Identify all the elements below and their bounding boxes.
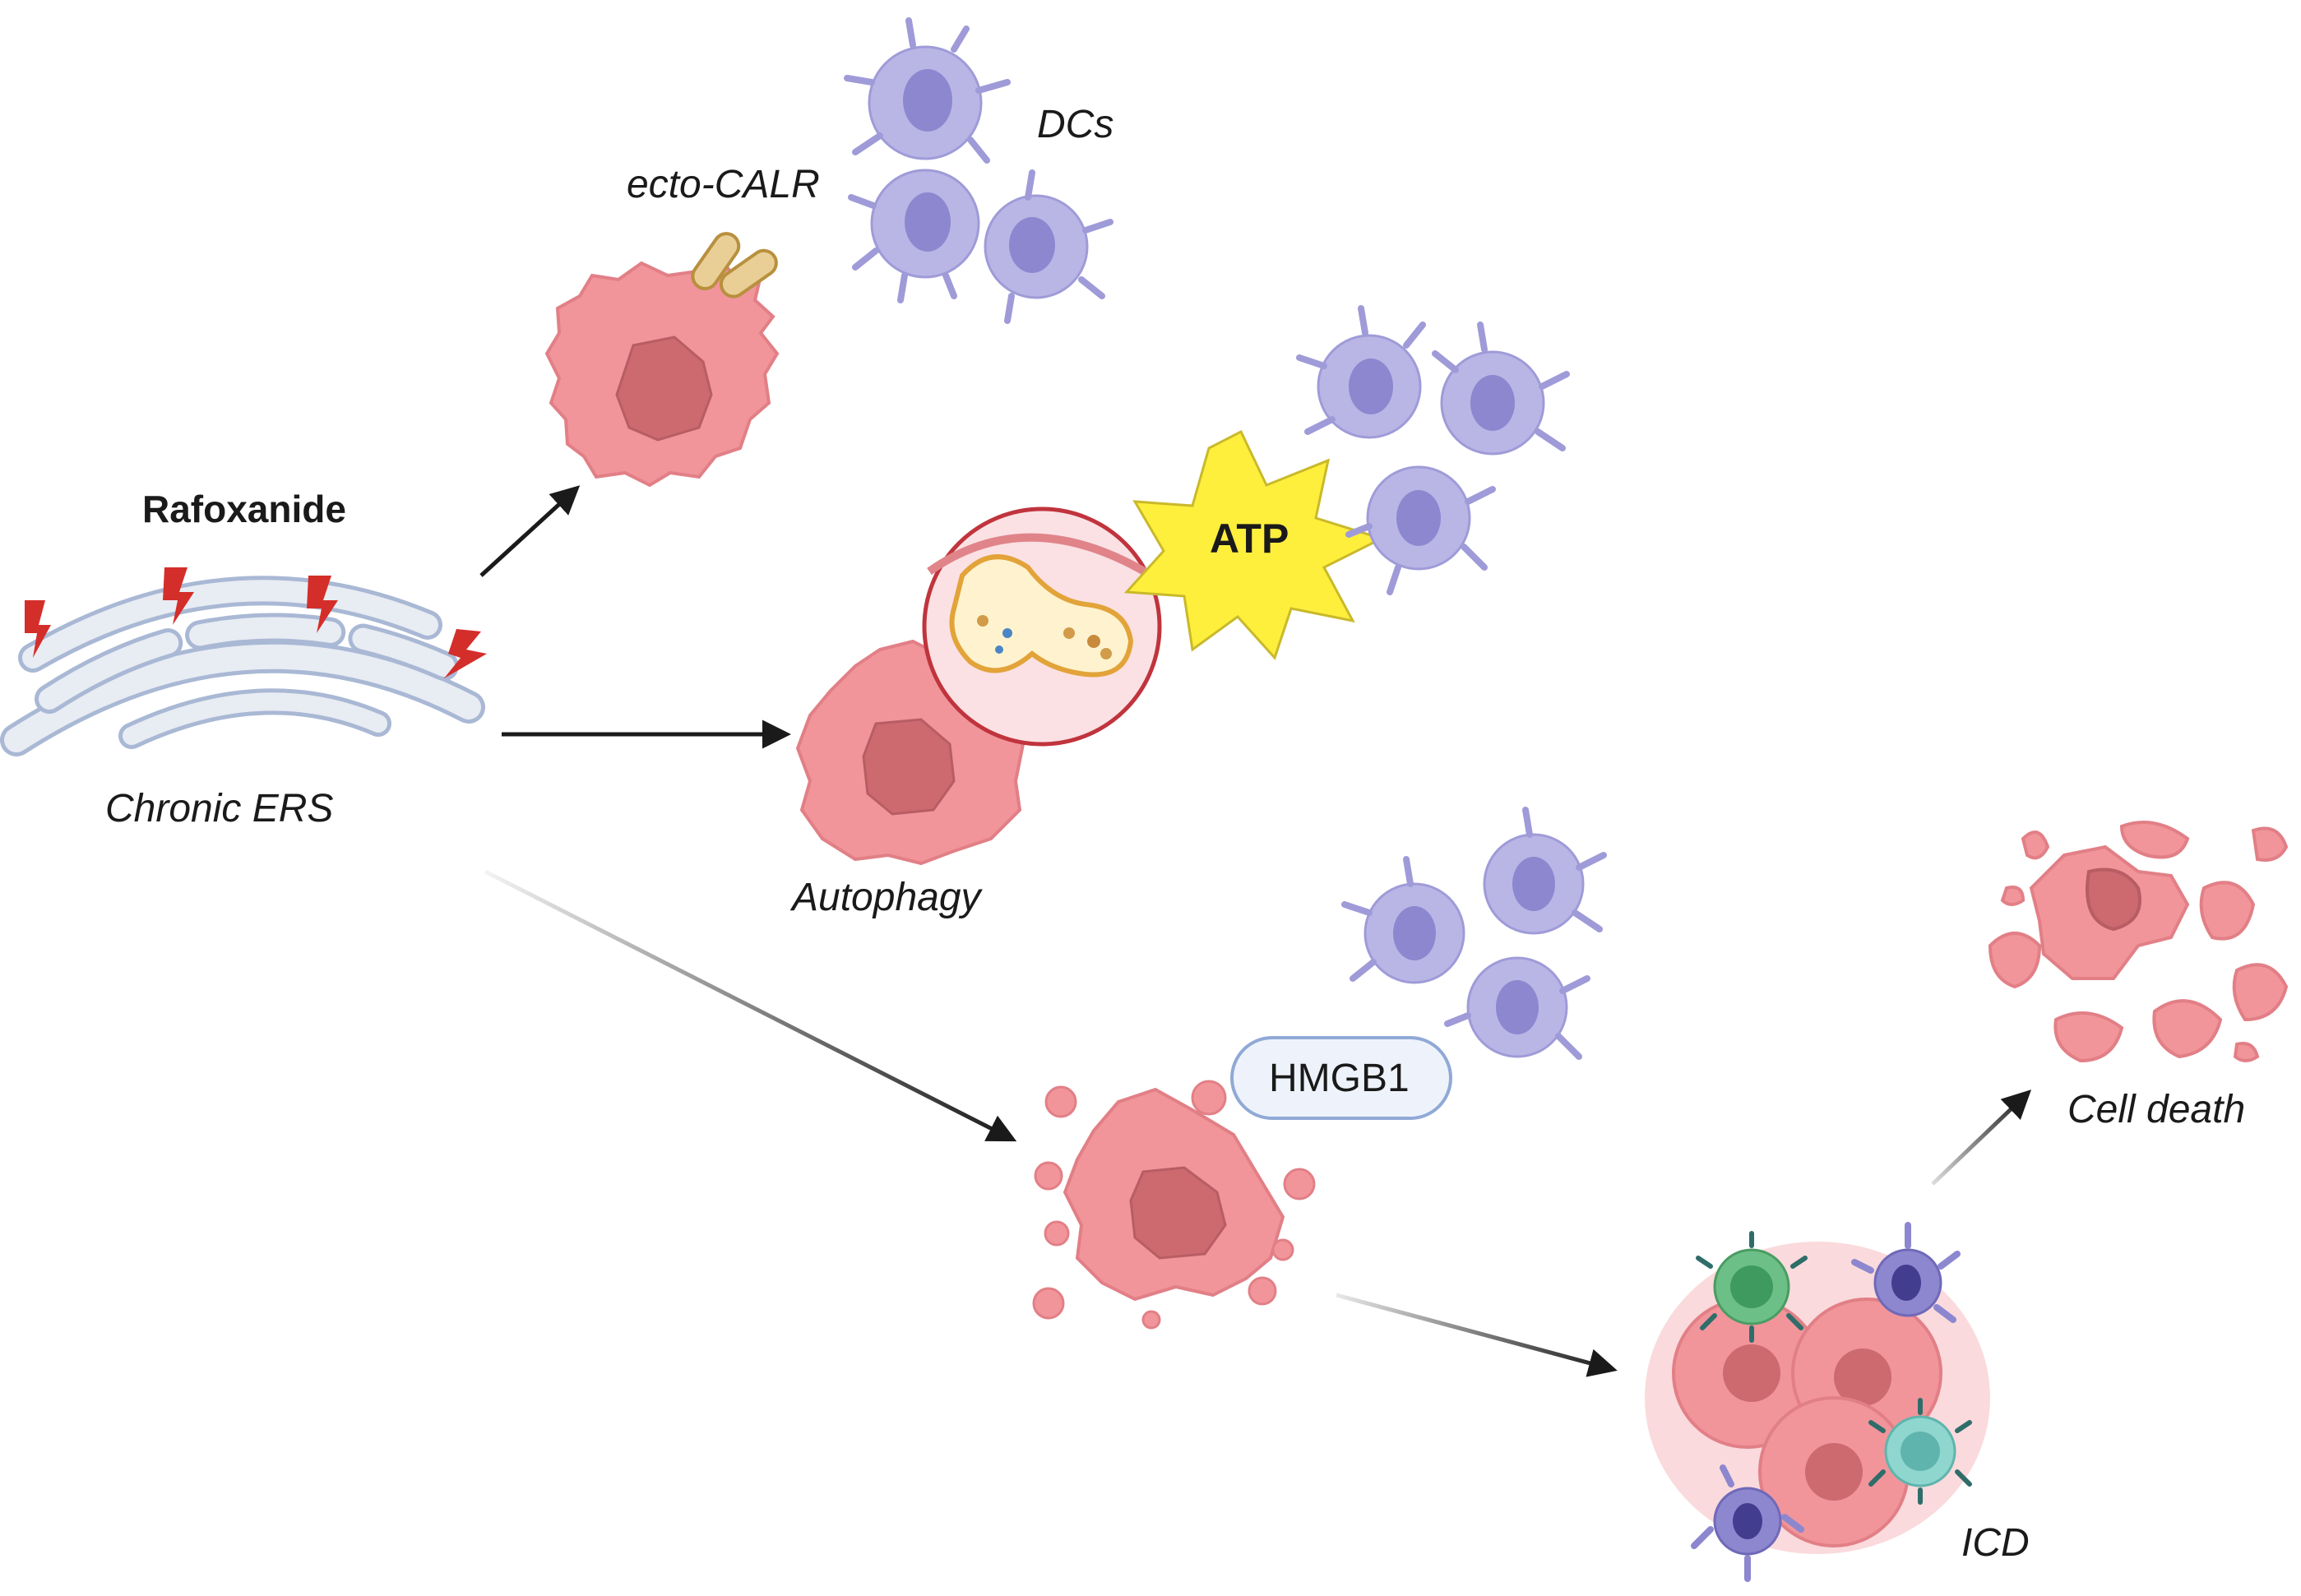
lightning-icon [25, 567, 487, 678]
dendritic-cell-icon [984, 169, 1113, 324]
tumor-cell-calr [544, 232, 780, 488]
arrow-to-calr-cell [479, 485, 581, 577]
icd-label: ICD [1961, 1521, 2030, 1565]
arrow-to-cell-death [1931, 1089, 2032, 1186]
dcs-label: DCs [1037, 103, 1114, 146]
dendritic-cell-icon [1341, 856, 1465, 984]
dendritic-cell-icon [848, 169, 980, 303]
tumor-cell-icon [1758, 1396, 1910, 1547]
arrow-to-hmgb1-cell [484, 869, 1017, 1142]
dendritic-cell-icon [1296, 305, 1426, 439]
dendritic-cell-icon [1691, 1464, 1804, 1582]
dendritic-cell-icon [1432, 322, 1570, 456]
dendritic-cell-icon [1444, 956, 1590, 1060]
calr-label: ecto-CALR [627, 163, 820, 206]
ers-label: Chronic ERS [105, 787, 334, 830]
dendritic-cell-group-lower [1341, 807, 1607, 1060]
atp-label: ATP [1210, 516, 1289, 562]
arrow-to-icd-cluster [1336, 1293, 1618, 1377]
hmgb1-pill [1230, 1036, 1452, 1120]
dendritic-cell-group-top [844, 17, 1113, 324]
dendritic-cell-icon [1851, 1222, 1961, 1323]
drug-label: Rafoxanide [142, 488, 346, 530]
tumor-cell-hmgb1 [1032, 1080, 1316, 1330]
t-cell-green [1696, 1231, 1808, 1343]
autophagy-label: Autophagy [792, 876, 981, 919]
autophagosome-zoom [922, 507, 1162, 747]
t-cell-teal [1868, 1398, 1972, 1505]
dendritic-cell-group-middle [1296, 305, 1570, 595]
dendritic-cell-icon [1483, 807, 1607, 935]
icd-cluster [1645, 1222, 1990, 1582]
cell-death-label: Cell death [2067, 1088, 2246, 1131]
dead-cell-fragments [1988, 821, 2289, 1063]
hmgb1-label: HMGB1 [1269, 1057, 1410, 1100]
atp-star [1123, 429, 1385, 660]
dendritic-cell-icon [844, 17, 1011, 164]
endoplasmic-reticulum-icon [0, 576, 485, 756]
dendritic-cell-icon [1345, 465, 1496, 595]
